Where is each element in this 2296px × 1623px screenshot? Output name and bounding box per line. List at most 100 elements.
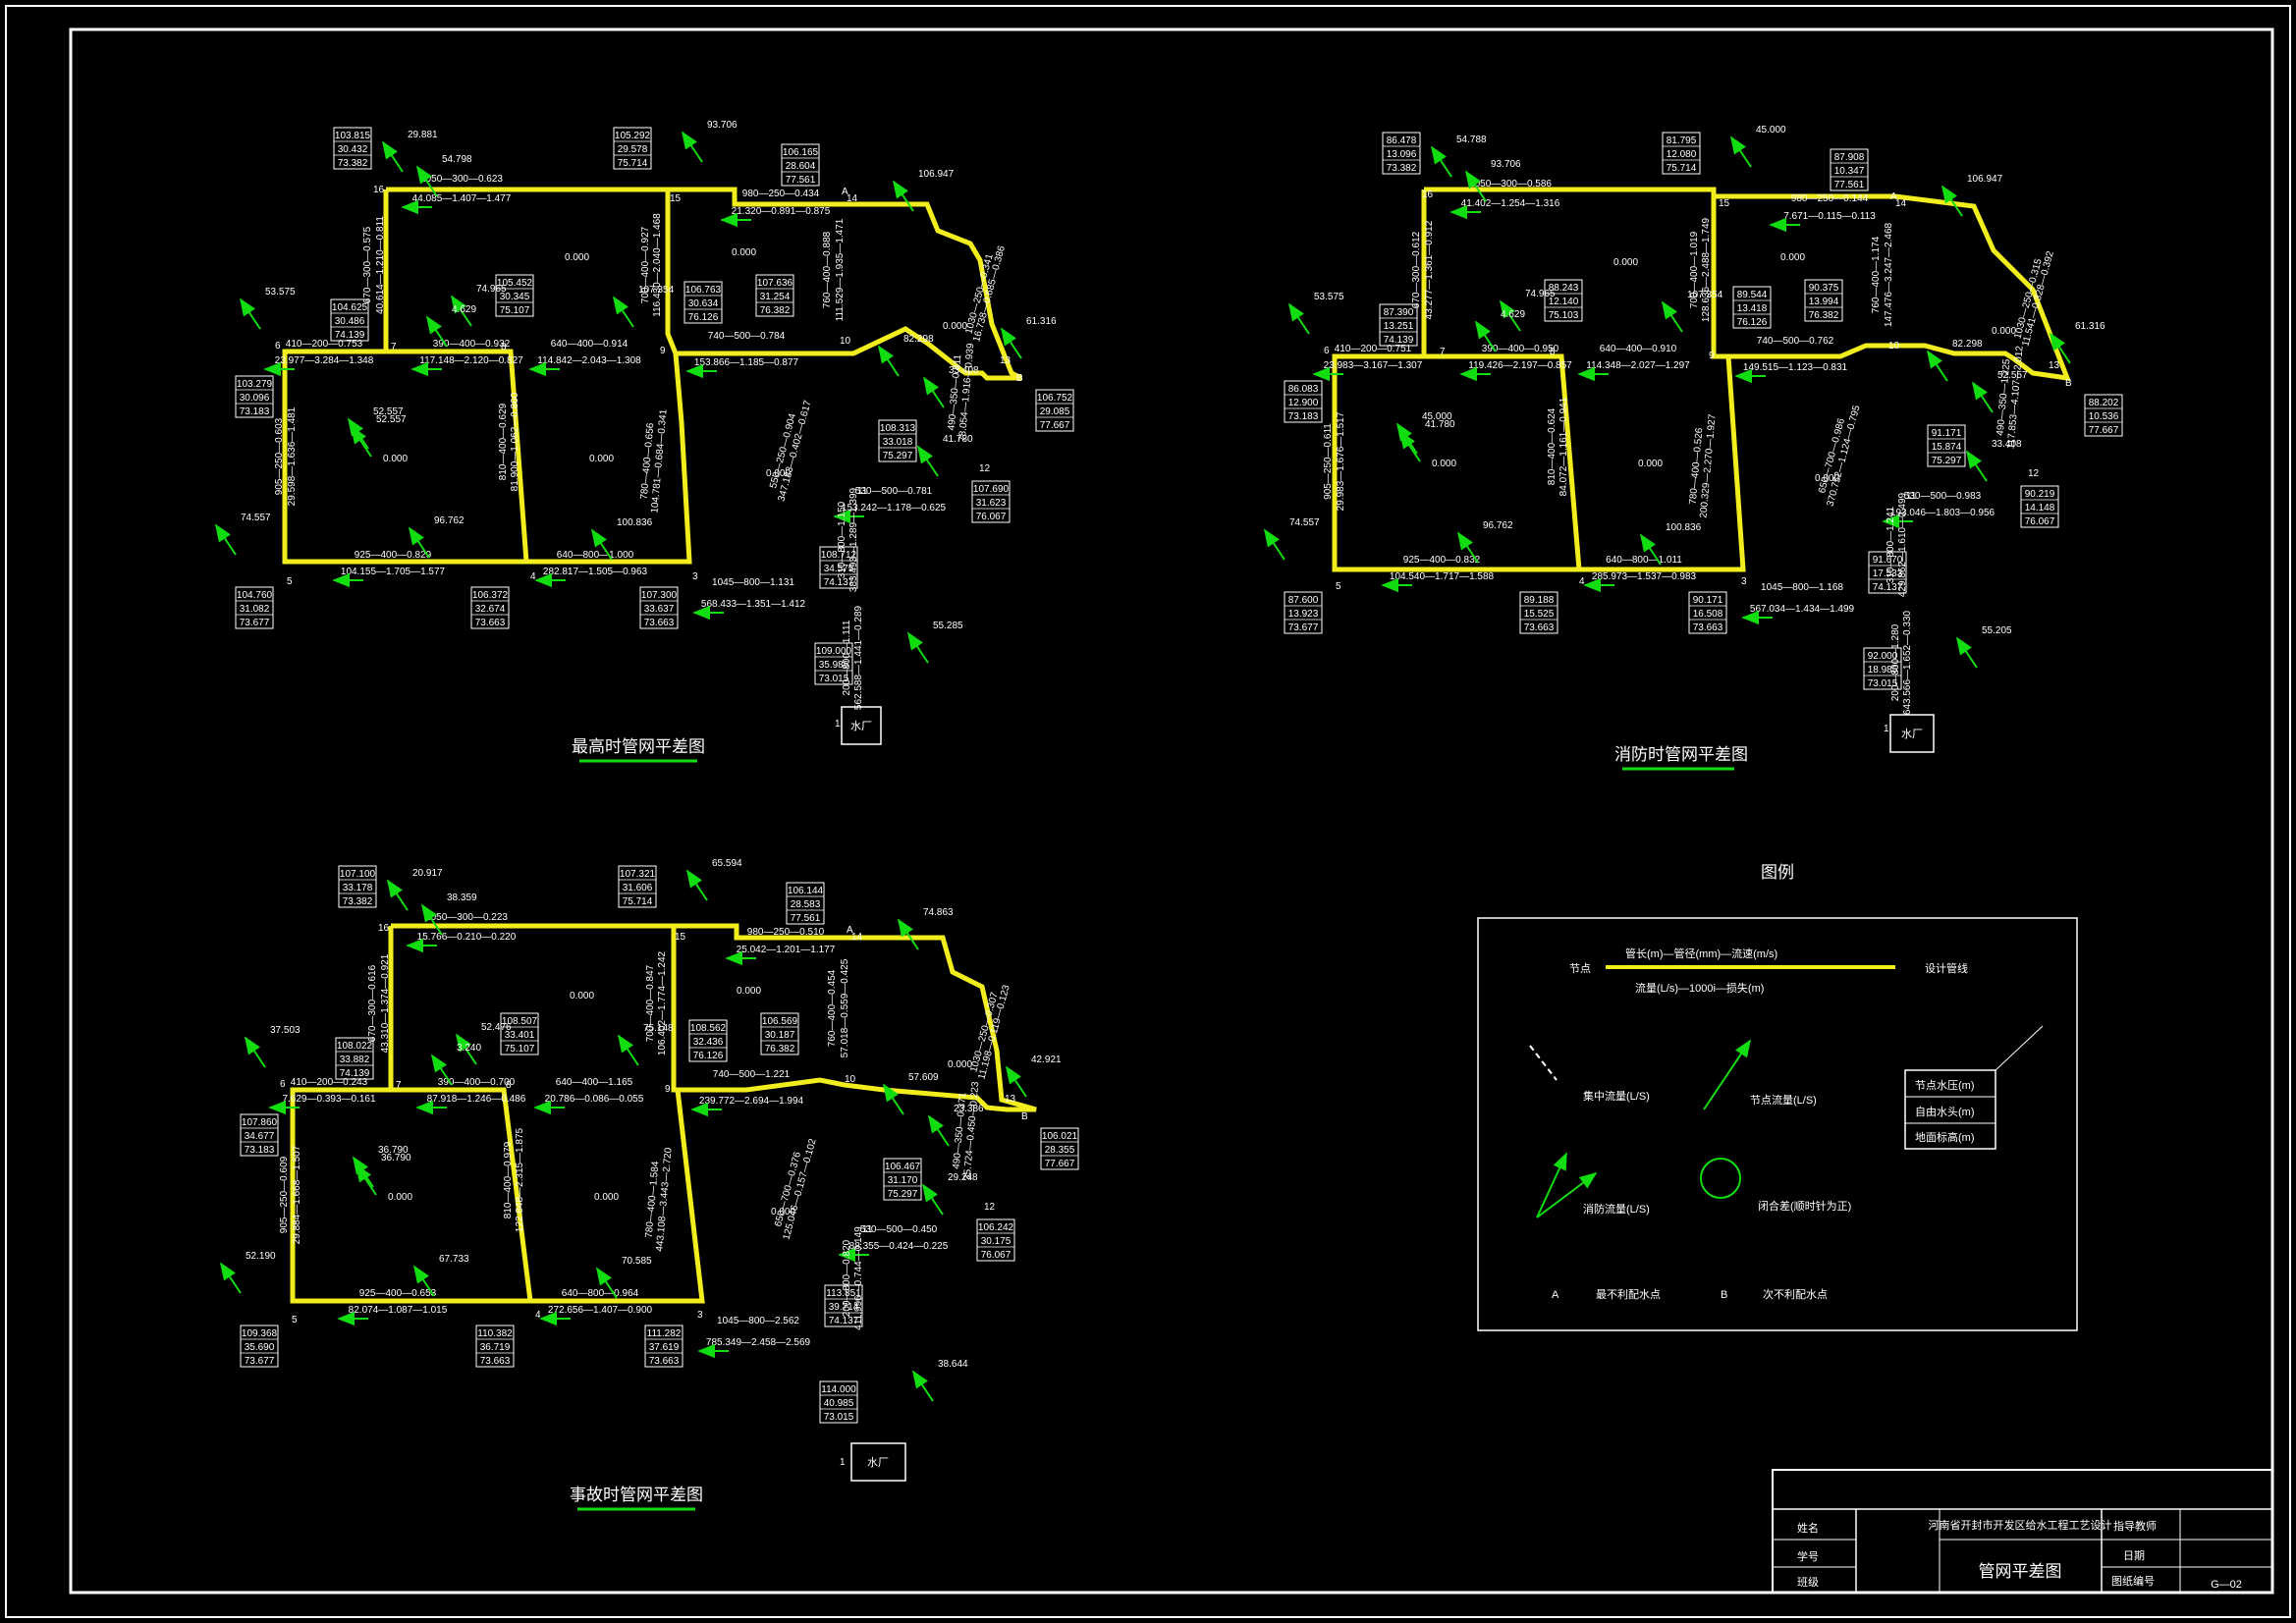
node-pressure-value: 106.763 bbox=[685, 285, 722, 296]
node-flow-value: 67.733 bbox=[439, 1254, 469, 1265]
node-flow-arrow bbox=[596, 1267, 618, 1299]
node-pressure-value: 86.083 bbox=[1288, 384, 1319, 395]
pipe-label: 15.766—0.210—0.220 bbox=[417, 932, 517, 943]
diagram-title: 事故时管网平差图 bbox=[570, 1486, 703, 1505]
legend-box-item: 节点水压(m) bbox=[1915, 1079, 1975, 1092]
node-flow-value: 75.148 bbox=[643, 1023, 674, 1034]
node-flow-value: 54.798 bbox=[442, 154, 472, 165]
pipe-label: 1050—300—0.586 bbox=[1469, 179, 1552, 189]
node-pressure-value: 77.667 bbox=[1045, 1159, 1075, 1169]
node-pressure-value: 114.000 bbox=[821, 1384, 856, 1395]
pipe-label: 200—800—1.111 bbox=[842, 620, 852, 695]
pipe-label: 88.355—0.424—0.225 bbox=[849, 1241, 949, 1252]
pipe-label: 193.046—1.803—0.956 bbox=[1890, 508, 1995, 518]
node-flow-value: 74.965 bbox=[476, 284, 507, 295]
pipe-label: 147.476—3.247—2.468 bbox=[1884, 222, 1894, 327]
pipe-label: 1050—300—0.223 bbox=[425, 912, 508, 923]
node-pressure-box bbox=[1035, 389, 1074, 432]
node-pressure-value: 77.561 bbox=[791, 913, 821, 924]
node-pressure-value: 103.279 bbox=[237, 379, 273, 390]
loop-closure-value: 0.000 bbox=[565, 252, 589, 263]
legend-concentrated-arrow bbox=[1529, 1045, 1558, 1081]
node-pressure-box bbox=[1804, 279, 1843, 322]
node-pressure-value: 76.126 bbox=[1737, 317, 1768, 328]
node-pressure-value: 74.139 bbox=[335, 330, 365, 341]
pipe-network bbox=[386, 187, 1023, 381]
node-pressure-value: 108.022 bbox=[337, 1041, 373, 1052]
tb-drawing-no-label: 图纸编号 bbox=[2111, 1574, 2155, 1588]
pipe-label: 567.034—1.434—1.499 bbox=[1750, 604, 1855, 615]
node-flow-value: 70.585 bbox=[622, 1256, 652, 1267]
node-pressure-box bbox=[333, 127, 372, 170]
node-flow-value: 100.836 bbox=[617, 517, 653, 528]
node-pressure-value: 73.015 bbox=[824, 1412, 854, 1423]
node-number: 16 bbox=[378, 923, 390, 934]
node-flow-value: 37.503 bbox=[270, 1025, 301, 1036]
pipe-label: 740—500—0.762 bbox=[1757, 336, 1834, 347]
node-flow-value: 42.921 bbox=[1031, 1055, 1062, 1065]
pipe-label: 640—400—0.910 bbox=[1600, 344, 1677, 354]
legend-b-label: B bbox=[1721, 1289, 1727, 1301]
node-pressure-box bbox=[470, 586, 510, 629]
diagram-title: 最高时管网平差图 bbox=[572, 737, 705, 757]
node-pressure-box bbox=[644, 1325, 683, 1368]
node-flow-value: 96.762 bbox=[434, 515, 465, 526]
pipe-label: 383.493—1.289—1.399 bbox=[848, 487, 859, 592]
node-flow-value: 53.575 bbox=[265, 287, 296, 298]
pipe-label: 980—250—0.434 bbox=[742, 189, 820, 199]
node-pressure-value: 73.663 bbox=[480, 1356, 511, 1367]
node-pressure-value: 73.677 bbox=[245, 1356, 275, 1367]
node-pressure-value: 31.082 bbox=[240, 604, 270, 615]
node-number: 6 bbox=[1324, 346, 1330, 356]
pipe-label: 29.884—1.668—1.507 bbox=[292, 1145, 302, 1244]
node-flow-arrow bbox=[1956, 636, 1978, 669]
node-pressure-box bbox=[1519, 591, 1558, 634]
pipe-network-c bbox=[1579, 355, 1746, 572]
node-pressure-box bbox=[683, 281, 723, 324]
node-number: 14 bbox=[1895, 198, 1907, 209]
node-pressure-value: 89.188 bbox=[1524, 595, 1555, 606]
node-pressure-box bbox=[240, 1113, 279, 1157]
node-flow-arrow bbox=[355, 1163, 377, 1196]
node-pressure-value: 76.067 bbox=[2025, 516, 2055, 527]
node-pressure-value: 10.347 bbox=[1834, 166, 1865, 177]
node-flow-value: 74.557 bbox=[1289, 517, 1320, 528]
node-flow-value: 38.644 bbox=[938, 1359, 968, 1370]
pipe-label: 640—800—0.964 bbox=[562, 1288, 639, 1299]
node-pressure-value: 76.382 bbox=[765, 1044, 795, 1055]
pipe-label: 640—800—1.000 bbox=[557, 550, 634, 561]
node-flow-arrow bbox=[1288, 302, 1310, 335]
node-pressure-value: 32.674 bbox=[475, 604, 506, 615]
node-flow-value: 23.386 bbox=[954, 1104, 984, 1114]
node-number: 11 bbox=[857, 486, 868, 497]
node-pressure-value: 73.382 bbox=[338, 158, 368, 169]
pipe-network-c bbox=[526, 352, 692, 565]
legend-closure-icon bbox=[1700, 1158, 1741, 1199]
pipe-label: 785.349—2.458—2.569 bbox=[706, 1337, 811, 1348]
node-pressure-value: 30.486 bbox=[335, 316, 365, 327]
node-pressure-value: 30.432 bbox=[338, 144, 368, 155]
pipe-label: 285.973—1.537—0.983 bbox=[1592, 571, 1697, 582]
pipe-label: 1045—800—1.131 bbox=[712, 577, 794, 588]
pipe-label: 310—800—1.150 bbox=[837, 501, 847, 578]
node-pressure-value: 73.183 bbox=[240, 406, 270, 417]
node-flow-value: 107.354 bbox=[638, 285, 675, 296]
node-number: 14 bbox=[847, 193, 858, 204]
pipe-label: 670—300—0.612 bbox=[1411, 231, 1422, 308]
plant-label: 水厂 bbox=[867, 1456, 889, 1469]
title-block: 姓名 学号 班级 河南省开封市开发区给水工程工艺设计 管网平差图 指导教师 日期… bbox=[1772, 1469, 2273, 1594]
node-flow-value: 74.557 bbox=[241, 513, 271, 523]
node-pressure-value: 30.634 bbox=[688, 298, 719, 309]
node-pressure-value: 77.561 bbox=[786, 175, 816, 186]
node-pressure-value: 30.345 bbox=[500, 292, 530, 302]
node-flow-value: 52.190 bbox=[246, 1251, 276, 1262]
legend-a-desc: 最不利配水点 bbox=[1596, 1288, 1661, 1301]
pipe-label: 23.983—3.167—1.307 bbox=[1324, 360, 1423, 371]
node-pressure-value: 107.100 bbox=[340, 869, 376, 880]
pipe-label: 41.402—1.254—1.316 bbox=[1461, 198, 1560, 209]
pipe-label: 84.072—1.161—0.941 bbox=[1558, 397, 1569, 496]
node-pressure-box bbox=[814, 642, 853, 685]
plant-box bbox=[841, 706, 882, 745]
node-pressure-value: 73.382 bbox=[1387, 163, 1417, 174]
node-pressure-value: 91.670 bbox=[1873, 555, 1903, 566]
